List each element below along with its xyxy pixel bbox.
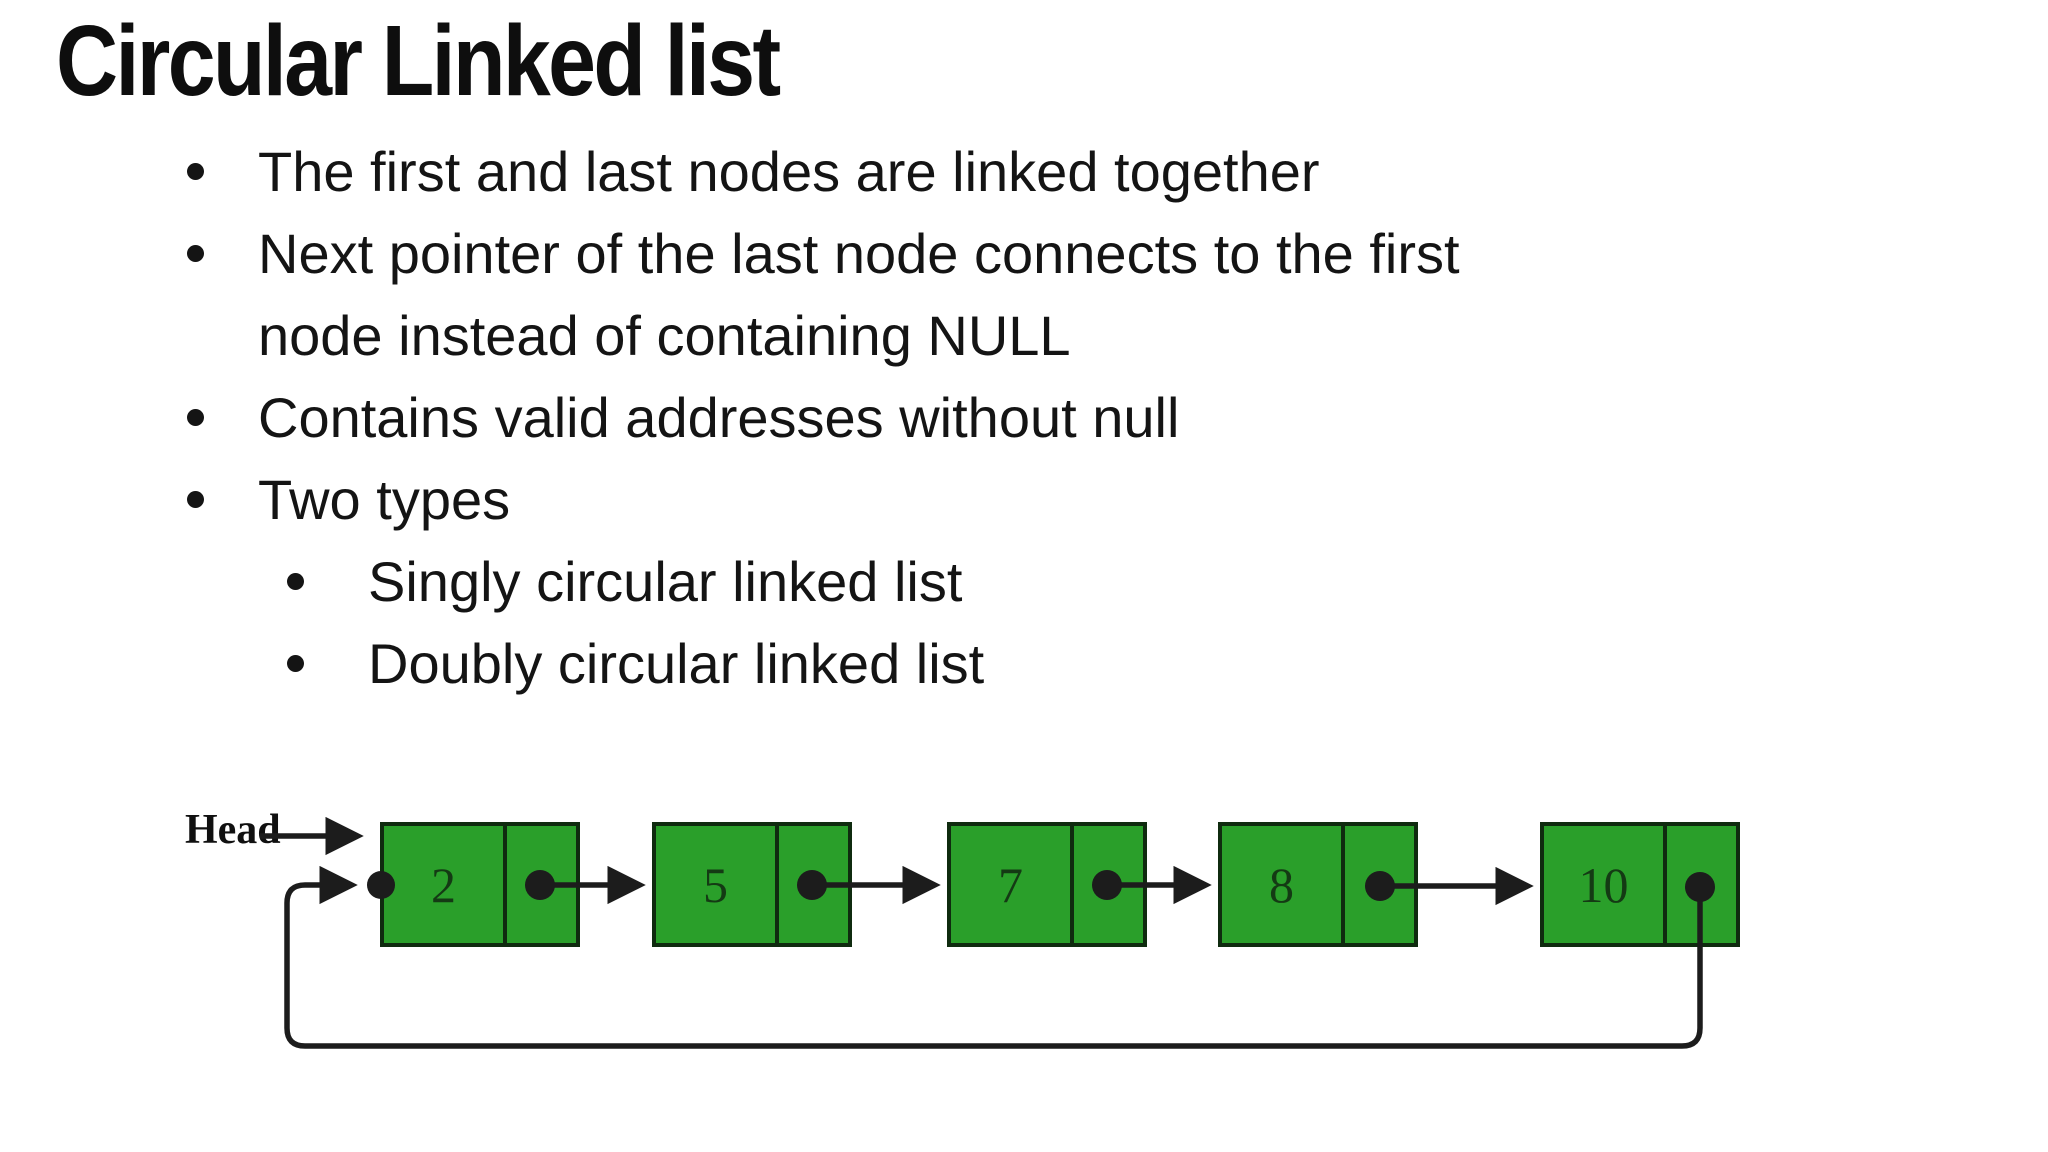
bullet-item: Two types bbox=[0, 458, 2048, 540]
bullet-marker bbox=[187, 163, 204, 180]
list-node: 10 bbox=[1540, 822, 1740, 947]
bullet-item: Contains valid addresses without null bbox=[0, 376, 2048, 458]
node-value: 10 bbox=[1578, 856, 1629, 913]
node-value: 5 bbox=[703, 856, 728, 913]
node-value: 8 bbox=[1269, 856, 1294, 913]
bullet-marker bbox=[187, 409, 204, 426]
bullet-marker bbox=[287, 655, 304, 672]
node-data-cell: 10 bbox=[1544, 826, 1667, 943]
list-node: 5 bbox=[652, 822, 852, 947]
page-title: Circular Linked list bbox=[56, 5, 781, 117]
list-node: 8 bbox=[1218, 822, 1418, 947]
bullet-text: Contains valid addresses without null bbox=[258, 385, 1180, 449]
bullet-text: Singly circular linked list bbox=[368, 549, 963, 613]
bullet-item: The first and last nodes are linked toge… bbox=[0, 130, 2048, 212]
node-pointer-cell bbox=[1667, 826, 1736, 943]
bullet-text: node instead of containing NULL bbox=[258, 303, 1071, 367]
bullet-marker bbox=[187, 245, 204, 262]
bullet-marker bbox=[287, 573, 304, 590]
bullet-item-sub: Singly circular linked list bbox=[0, 540, 2048, 622]
bullet-item-sub: Doubly circular linked list bbox=[0, 622, 2048, 704]
bullet-text: The first and last nodes are linked toge… bbox=[258, 139, 1320, 203]
node-data-cell: 8 bbox=[1222, 826, 1345, 943]
node-data-cell: 2 bbox=[384, 826, 507, 943]
list-node: 7 bbox=[947, 822, 1147, 947]
bullet-list: The first and last nodes are linked toge… bbox=[0, 130, 2048, 704]
node-value: 2 bbox=[431, 856, 456, 913]
node-data-cell: 5 bbox=[656, 826, 779, 943]
bullet-marker bbox=[187, 491, 204, 508]
node-pointer-cell bbox=[779, 826, 848, 943]
bullet-item-continuation: node instead of containing NULL bbox=[0, 294, 2048, 376]
bullet-text: Two types bbox=[258, 467, 511, 531]
bullet-item: Next pointer of the last node connects t… bbox=[0, 212, 2048, 294]
node-pointer-cell bbox=[1345, 826, 1414, 943]
node-value: 7 bbox=[998, 856, 1023, 913]
node-pointer-cell bbox=[1074, 826, 1143, 943]
bullet-text: Doubly circular linked list bbox=[368, 631, 985, 695]
head-pointer-label: Head bbox=[185, 807, 281, 853]
node-data-cell: 7 bbox=[951, 826, 1074, 943]
bullet-text: Next pointer of the last node connects t… bbox=[258, 221, 1460, 285]
list-node: 2 bbox=[380, 822, 580, 947]
node-pointer-cell bbox=[507, 826, 576, 943]
